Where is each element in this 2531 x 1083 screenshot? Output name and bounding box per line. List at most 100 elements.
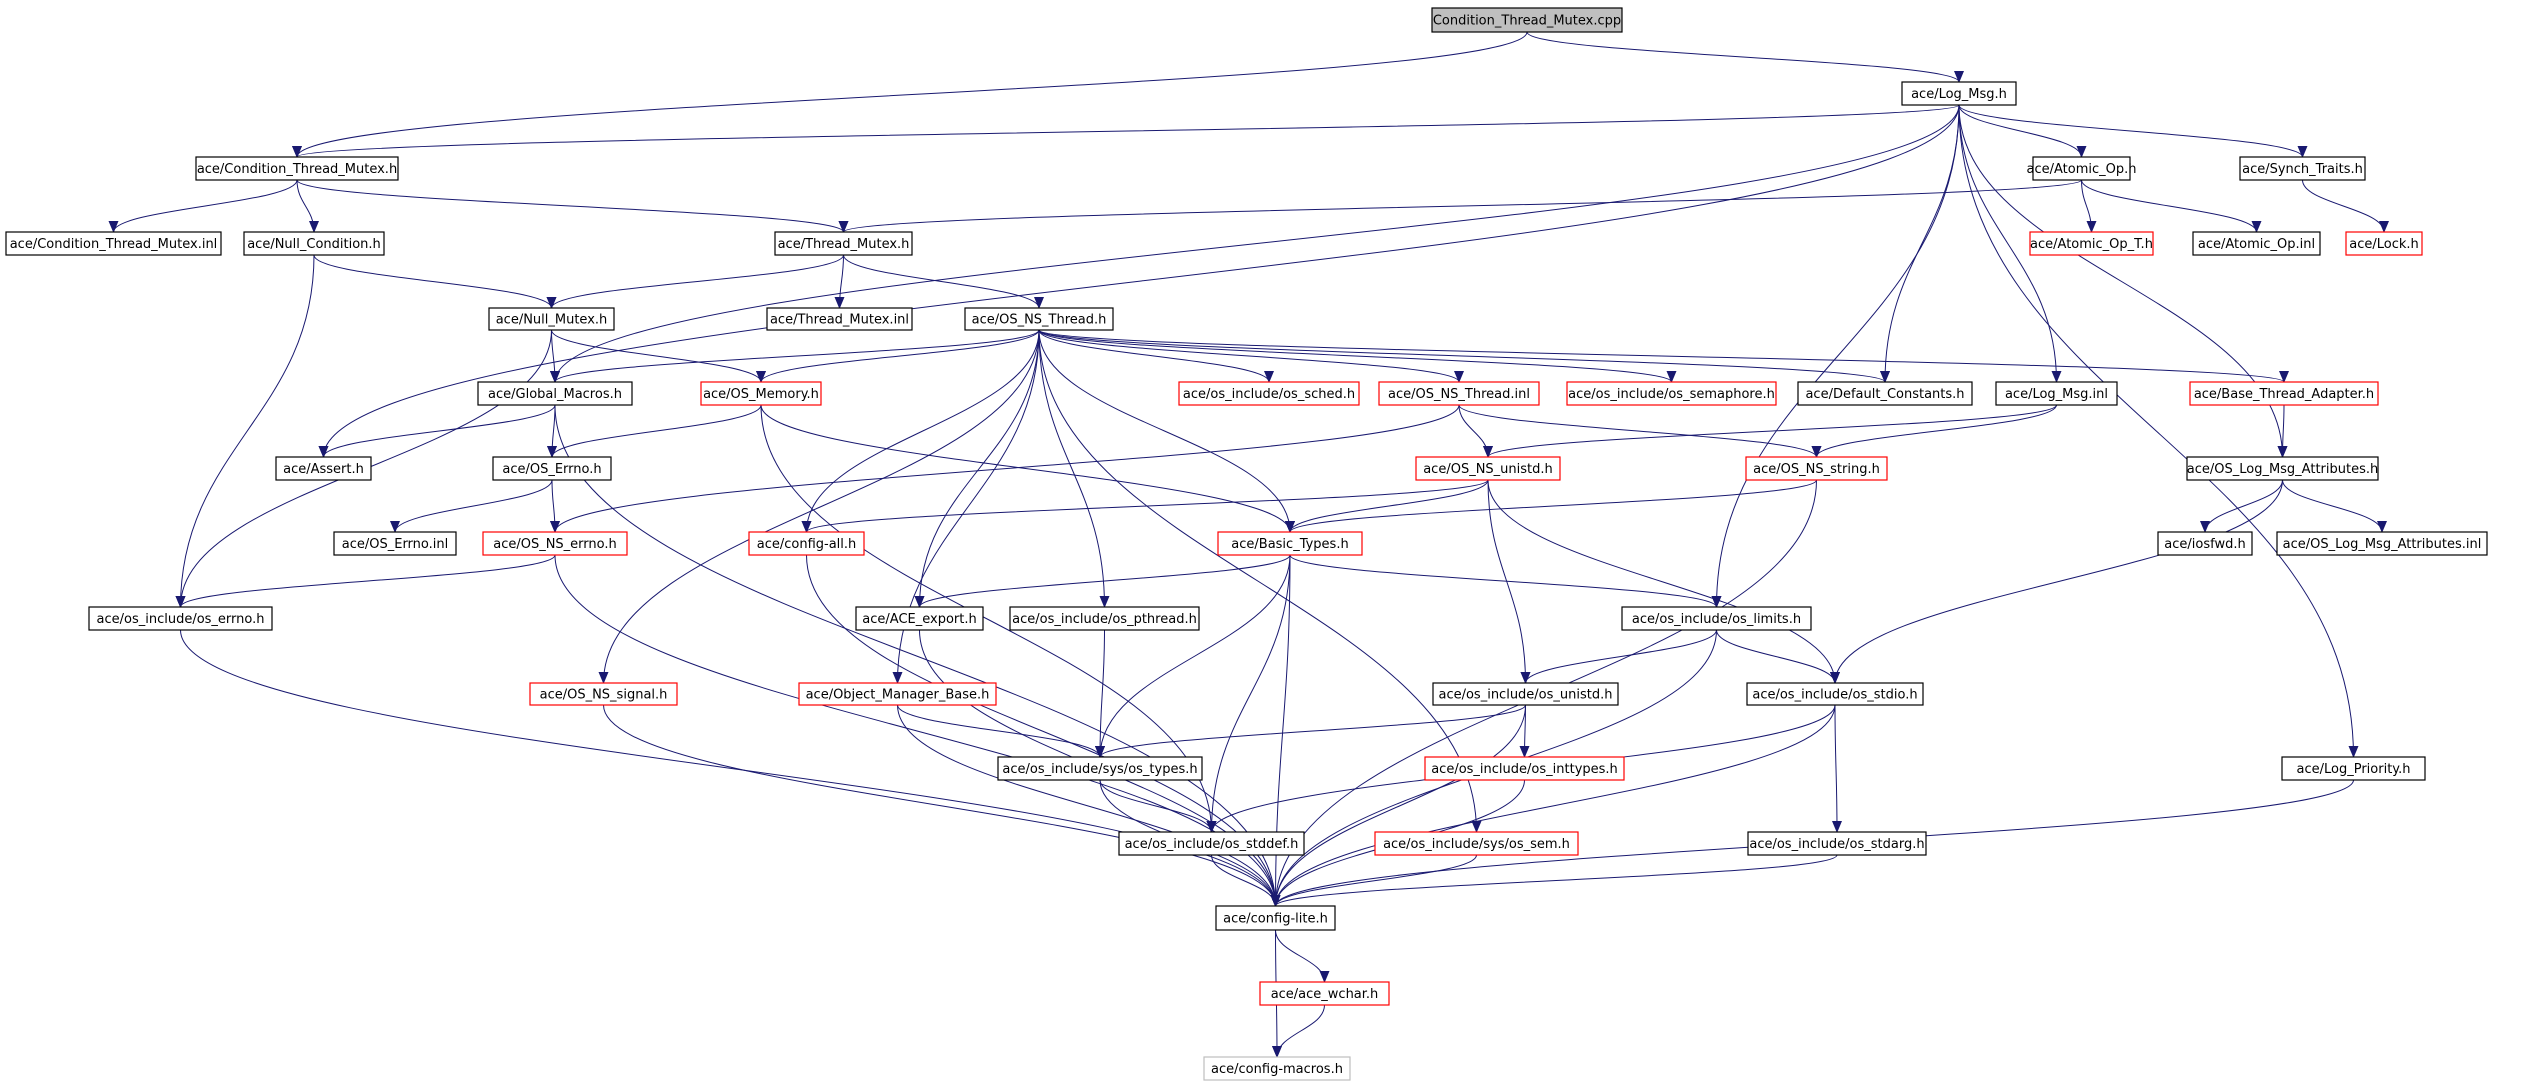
node-object-manager-base[interactable]: ace/Object_Manager_Base.h (798, 682, 997, 706)
node-base-thread-adapter[interactable]: ace/Base_Thread_Adapter.h (2189, 381, 2379, 406)
node-lock[interactable]: ace/Lock.h (2345, 231, 2423, 256)
node-os-ns-thread[interactable]: ace/OS_NS_Thread.h (964, 307, 1114, 331)
node-os-log-msg-attr-inl[interactable]: ace/OS_Log_Msg_Attributes.inl (2276, 531, 2488, 556)
node-label: ace/Atomic_Op.inl (2198, 237, 2315, 252)
node-box (2029, 231, 2154, 256)
node-os-ns-thread-inl[interactable]: ace/OS_NS_Thread.inl (1378, 381, 1540, 406)
node-os-ns-string[interactable]: ace/OS_NS_string.h (1745, 456, 1888, 481)
node-layer: Condition_Thread_Mutex.cpp ace/Log_Msg.ha… (5, 7, 2488, 1081)
edge-logmsg-to-atomic-op (1958, 104, 2087, 158)
node-label: Condition_Thread_Mutex.cpp (1433, 14, 1621, 29)
node-ace-wchar[interactable]: ace/ace_wchar.h (1259, 981, 1390, 1006)
node-atomic-op-inl[interactable]: ace/Atomic_Op.inl (2192, 231, 2321, 256)
node-os-stddef[interactable]: ace/os_include/os_stddef.h (1118, 831, 1305, 856)
edge-os-pthread-to-os-types (1095, 629, 1106, 758)
node-box (1378, 381, 1540, 406)
node-thread-mutex[interactable]: ace/Thread_Mutex.h (774, 231, 913, 256)
node-os-sem[interactable]: ace/os_include/sys/os_sem.h (1374, 831, 1579, 856)
node-config-all[interactable]: ace/config-all.h (748, 531, 865, 556)
node-label: ace/OS_NS_string.h (1753, 462, 1880, 477)
node-os-types[interactable]: ace/os_include/sys/os_types.h (997, 756, 1203, 781)
edge-os-memory-to-os-errno (547, 404, 762, 458)
edge-os-types-to-os-stddef (1099, 779, 1217, 833)
node-label: ace/Thread_Mutex.h (778, 237, 910, 252)
node-label: ace/OS_NS_Thread.inl (1388, 387, 1530, 402)
node-label: ace/os_include/sys/os_sem.h (1383, 837, 1570, 852)
node-box (477, 381, 633, 406)
node-box (275, 456, 372, 481)
node-box (1415, 456, 1561, 481)
edge-os-inc-unistd-to-os-types (1095, 704, 1526, 758)
node-os-ns-signal[interactable]: ace/OS_NS_signal.h (529, 682, 678, 706)
edge-os-ns-string-to-basic-types (1285, 479, 1817, 533)
edge-ctm-h-to-null-cond (296, 179, 319, 233)
edge-thread-mutex-to-thread-mutex-inl (834, 254, 845, 309)
node-label: ace/config-all.h (757, 537, 857, 552)
node-os-log-msg-attr[interactable]: ace/OS_Log_Msg_Attributes.h (2186, 456, 2379, 481)
node-os-inttypes[interactable]: ace/os_include/os_inttypes.h (1424, 756, 1625, 781)
node-os-ns-errno[interactable]: ace/OS_NS_errno.h (482, 531, 628, 556)
node-box (1217, 531, 1363, 556)
node-ctm-inl[interactable]: ace/Condition_Thread_Mutex.inl (5, 231, 222, 256)
node-box (1746, 682, 1924, 706)
node-box (748, 531, 865, 556)
node-os-errno-inl[interactable]: ace/OS_Errno.inl (333, 531, 457, 556)
node-logmsg[interactable]: ace/Log_Msg.h (1901, 81, 2017, 106)
node-ctm-h[interactable]: ace/Condition_Thread_Mutex.h (195, 156, 399, 181)
node-atomic-op[interactable]: ace/Atomic_Op.h (2027, 156, 2137, 181)
node-os-inc-errno[interactable]: ace/os_include/os_errno.h (88, 606, 273, 631)
edge-root-to-ctm-h (292, 31, 1528, 158)
edge-os-ns-thread-to-ace-export (914, 329, 1040, 608)
edge-os-stdio-to-config-lite (1270, 704, 1836, 907)
edge-os-ns-thread-to-os-pthread (1038, 329, 1110, 608)
node-os-limits[interactable]: ace/os_include/os_limits.h (1621, 606, 1812, 631)
node-label: ace/Synch_Traits.h (2242, 162, 2363, 177)
node-box (1203, 1056, 1351, 1081)
node-iosfwd[interactable]: ace/iosfwd.h (2157, 531, 2253, 556)
node-label: ace/os_include/os_limits.h (1632, 612, 1801, 627)
node-log-msg-inl[interactable]: ace/Log_Msg.inl (1995, 381, 2118, 406)
edge-os-ns-thread-to-os-ns-thread-inl (1038, 329, 1464, 383)
node-os-pthread[interactable]: ace/os_include/os_pthread.h (1009, 606, 1200, 631)
node-null-mutex[interactable]: ace/Null_Mutex.h (488, 307, 615, 331)
node-null-cond[interactable]: ace/Null_Condition.h (243, 231, 385, 256)
node-os-sched[interactable]: ace/os_include/os_sched.h (1178, 381, 1360, 406)
node-os-stdarg[interactable]: ace/os_include/os_stdarg.h (1747, 831, 1927, 856)
node-label: ace/Condition_Thread_Mutex.inl (10, 237, 218, 252)
edge-synch-traits-to-lock (2302, 179, 2389, 233)
node-os-semaphore[interactable]: ace/os_include/os_semaphore.h (1566, 381, 1777, 406)
node-box (1374, 831, 1579, 856)
node-label: ace/Default_Constants.h (1805, 387, 1964, 402)
node-box (482, 531, 628, 556)
node-root[interactable]: Condition_Thread_Mutex.cpp (1431, 7, 1623, 33)
node-atomic-op-t[interactable]: ace/Atomic_Op_T.h (2029, 231, 2154, 256)
node-ace-export[interactable]: ace/ACE_export.h (855, 606, 984, 631)
node-config-lite[interactable]: ace/config-lite.h (1215, 905, 1336, 931)
node-box (798, 682, 997, 706)
node-os-stdio[interactable]: ace/os_include/os_stdio.h (1746, 682, 1924, 706)
node-box (1178, 381, 1360, 406)
node-label: ace/Basic_Types.h (1231, 537, 1348, 552)
node-os-errno[interactable]: ace/OS_Errno.h (492, 456, 612, 481)
node-box (529, 682, 678, 706)
node-basic-types[interactable]: ace/Basic_Types.h (1217, 531, 1363, 556)
node-config-macros[interactable]: ace/config-macros.h (1203, 1056, 1351, 1081)
node-global-macros[interactable]: ace/Global_Macros.h (477, 381, 633, 406)
node-os-memory[interactable]: ace/OS_Memory.h (700, 381, 822, 406)
node-label: ace/Log_Msg.inl (2005, 387, 2108, 402)
node-box (1566, 381, 1777, 406)
node-box (855, 606, 984, 631)
edge-os-ns-thread-to-os-sched (1038, 329, 1274, 383)
node-label: ace/OS_Memory.h (703, 387, 819, 402)
node-box (997, 756, 1203, 781)
node-log-priority[interactable]: ace/Log_Priority.h (2281, 756, 2426, 781)
node-os-inc-unistd[interactable]: ace/os_include/os_unistd.h (1432, 682, 1619, 706)
node-assert[interactable]: ace/Assert.h (275, 456, 372, 481)
node-default-constants[interactable]: ace/Default_Constants.h (1797, 381, 1973, 406)
edge-null-mutex-to-os-memory (551, 329, 766, 383)
node-os-ns-unistd[interactable]: ace/OS_NS_unistd.h (1415, 456, 1561, 481)
edge-os-log-msg-attr-to-os-stdio (1830, 479, 2283, 684)
node-label: ace/Null_Condition.h (247, 237, 381, 252)
node-thread-mutex-inl[interactable]: ace/Thread_Mutex.inl (766, 307, 913, 331)
node-synch-traits[interactable]: ace/Synch_Traits.h (2239, 156, 2366, 181)
